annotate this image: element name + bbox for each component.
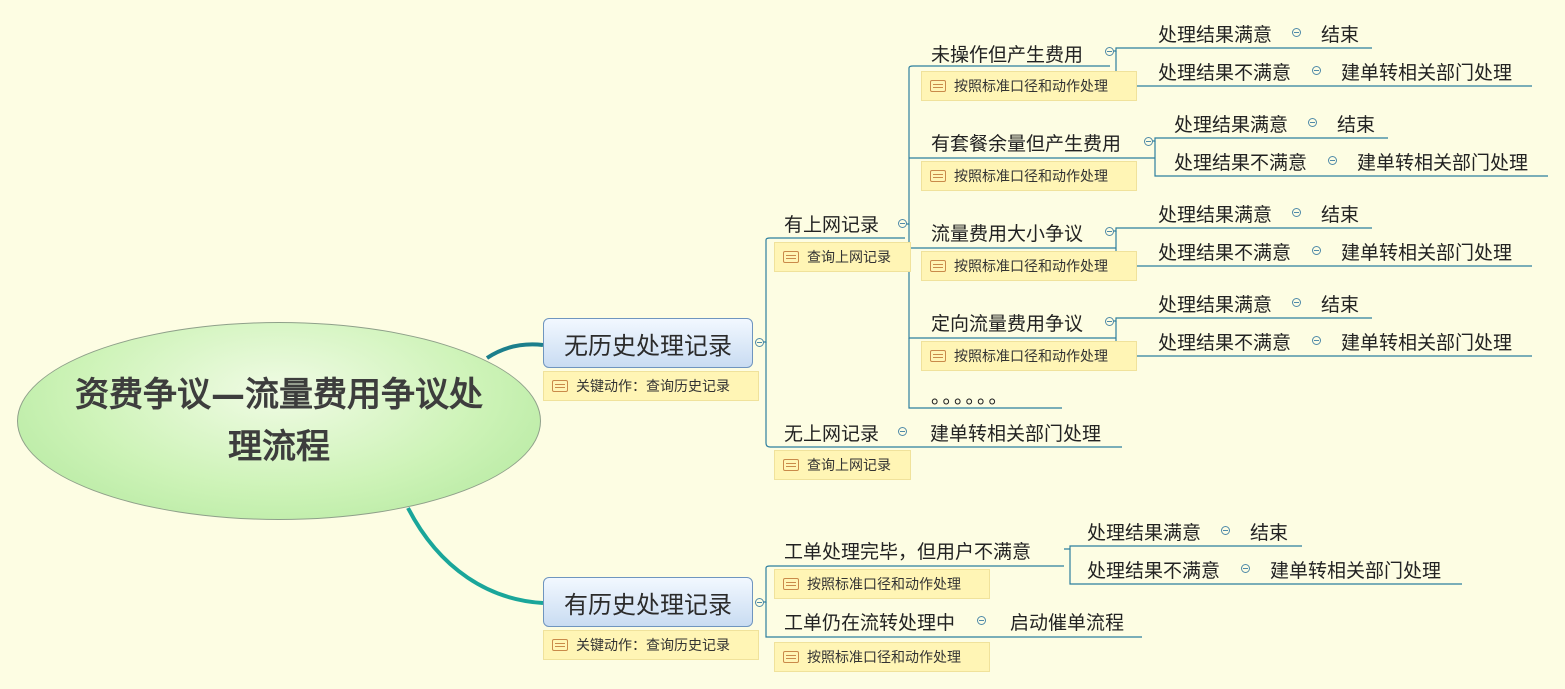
note-icon <box>930 350 946 362</box>
outcome-satisfied[interactable]: 处理结果满意 <box>1087 522 1202 544</box>
topic-no-operation-charge[interactable]: 未操作但产生费用 <box>931 44 1084 66</box>
root-topic[interactable]: 资费争议—流量费用争议处理流程 <box>17 322 541 520</box>
note-icon <box>552 639 568 651</box>
collapse-icon[interactable] <box>1144 137 1153 146</box>
outcome-result[interactable]: 建单转相关部门处理 <box>1341 332 1513 354</box>
topic-package-remaining-charge[interactable]: 有套餐余量但产生费用 <box>931 133 1122 155</box>
collapse-icon[interactable] <box>1308 118 1317 127</box>
outcome-satisfied[interactable]: 处理结果满意 <box>1174 114 1289 136</box>
outcome-result[interactable]: 结束 <box>1321 204 1360 226</box>
collapse-icon[interactable] <box>755 338 764 347</box>
outcome-unsatisfied[interactable]: 处理结果不满意 <box>1158 332 1292 354</box>
outcome-satisfied[interactable]: 处理结果满意 <box>1158 204 1273 226</box>
branch-no-history[interactable]: 无历史处理记录 <box>543 318 753 368</box>
topic-result[interactable]: 建单转相关部门处理 <box>930 423 1102 445</box>
outcome-result[interactable]: 建单转相关部门处理 <box>1341 62 1513 84</box>
topic-result[interactable]: 启动催单流程 <box>1010 612 1125 634</box>
outcome-unsatisfied[interactable]: 处理结果不满意 <box>1174 152 1308 174</box>
note-icon <box>930 80 946 92</box>
note-icon <box>783 651 799 663</box>
topic-directional-traffic-dispute[interactable]: 定向流量费用争议 <box>931 313 1084 335</box>
branch-label: 无历史处理记录 <box>564 331 732 360</box>
outcome-satisfied[interactable]: 处理结果满意 <box>1158 24 1273 46</box>
topic-traffic-amount-dispute[interactable]: 流量费用大小争议 <box>931 223 1084 245</box>
branch-note: 关键动作：查询历史记录 <box>543 630 759 660</box>
collapse-icon[interactable] <box>755 598 764 607</box>
topic-note: 按照标准口径和动作处理 <box>921 251 1137 281</box>
note-icon <box>783 578 799 590</box>
collapse-icon[interactable] <box>1312 246 1321 255</box>
branch-label: 有历史处理记录 <box>564 590 732 619</box>
topic-note: 按照标准口径和动作处理 <box>921 341 1137 371</box>
topic-note: 按照标准口径和动作处理 <box>774 642 990 672</box>
branch-has-history[interactable]: 有历史处理记录 <box>543 577 753 627</box>
collapse-icon[interactable] <box>1105 47 1114 56</box>
collapse-icon[interactable] <box>898 427 907 436</box>
note-icon <box>783 459 799 471</box>
topic-note: 按照标准口径和动作处理 <box>921 161 1137 191</box>
collapse-icon[interactable] <box>1292 298 1301 307</box>
collapse-icon[interactable] <box>1292 208 1301 217</box>
topic-ticket-in-progress[interactable]: 工单仍在流转处理中 <box>784 612 956 634</box>
topic-ticket-done-unsatisfied[interactable]: 工单处理完毕，但用户不满意 <box>784 541 1032 563</box>
branch-note: 关键动作：查询历史记录 <box>543 371 759 401</box>
outcome-result[interactable]: 结束 <box>1337 114 1376 136</box>
collapse-icon[interactable] <box>1312 66 1321 75</box>
topic-note: 查询上网记录 <box>774 450 911 480</box>
outcome-unsatisfied[interactable]: 处理结果不满意 <box>1158 242 1292 264</box>
topic-note: 按照标准口径和动作处理 <box>774 569 990 599</box>
collapse-icon[interactable] <box>1292 28 1301 37</box>
outcome-unsatisfied[interactable]: 处理结果不满意 <box>1087 560 1221 582</box>
outcome-result[interactable]: 结束 <box>1321 24 1360 46</box>
topic-note: 按照标准口径和动作处理 <box>921 71 1137 101</box>
outcome-result[interactable]: 建单转相关部门处理 <box>1341 242 1513 264</box>
root-title: 资费争议—流量费用争议处理流程 <box>75 375 483 467</box>
note-icon <box>930 260 946 272</box>
note-icon <box>552 380 568 392</box>
collapse-icon[interactable] <box>977 616 986 625</box>
collapse-icon[interactable] <box>1105 317 1114 326</box>
topic-no-online-record[interactable]: 无上网记录 <box>784 423 880 445</box>
topic-has-online-record[interactable]: 有上网记录 <box>784 214 880 236</box>
outcome-result[interactable]: 建单转相关部门处理 <box>1357 152 1529 174</box>
collapse-icon[interactable] <box>1328 156 1337 165</box>
collapse-icon[interactable] <box>1241 564 1250 573</box>
topic-note: 查询上网记录 <box>774 242 911 272</box>
collapse-icon[interactable] <box>898 219 907 228</box>
note-icon <box>783 251 799 263</box>
outcome-result[interactable]: 结束 <box>1250 522 1289 544</box>
note-icon <box>930 170 946 182</box>
collapse-icon[interactable] <box>1105 227 1114 236</box>
outcome-satisfied[interactable]: 处理结果满意 <box>1158 294 1273 316</box>
outcome-result[interactable]: 结束 <box>1321 294 1360 316</box>
collapse-icon[interactable] <box>1221 526 1230 535</box>
outcome-unsatisfied[interactable]: 处理结果不满意 <box>1158 62 1292 84</box>
topic-more-ellipsis[interactable]: 。。。。。。 <box>931 386 1010 408</box>
outcome-result[interactable]: 建单转相关部门处理 <box>1270 560 1442 582</box>
collapse-icon[interactable] <box>1312 336 1321 345</box>
